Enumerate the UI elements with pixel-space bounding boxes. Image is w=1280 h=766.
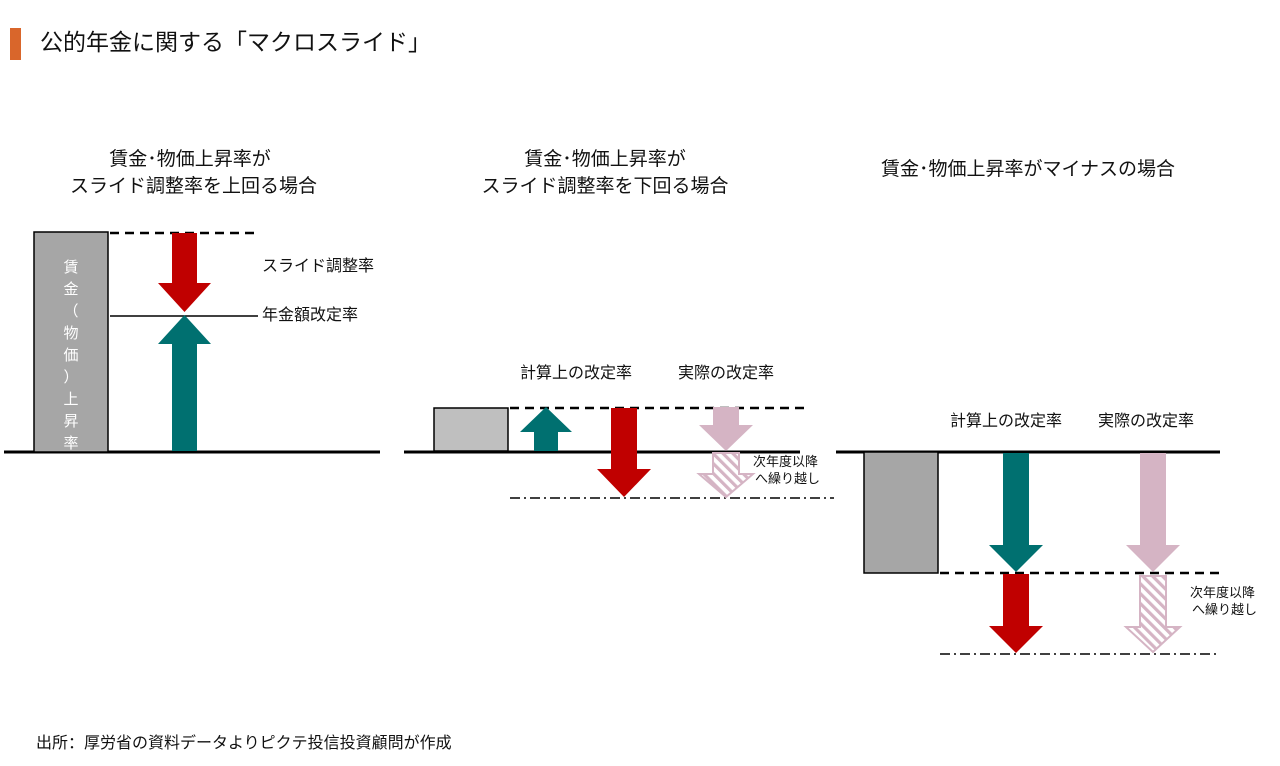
s1-bar-char: 昇 xyxy=(63,412,79,430)
s1-bar-char: 率 xyxy=(63,434,79,452)
s1-bar-char: （ xyxy=(63,302,79,320)
s1-revision-rate-label: 年金額改定率 xyxy=(262,305,359,324)
s2-wage-price-bar xyxy=(433,407,509,452)
s3-calc-green-arrow xyxy=(989,453,1043,572)
section-3-title-line1: 賃金･物価上昇率がマイナスの場合 xyxy=(880,158,1176,180)
s1-revision-green-arrow xyxy=(158,315,211,451)
s1-bar-char: 上 xyxy=(63,390,79,408)
s2-calc-green-arrow xyxy=(520,407,572,451)
s1-bar-label: 賃 金 （ 物 価 ） 上 昇 率 xyxy=(35,256,107,454)
s3-carryover-note: 次年度以降 へ繰り越し xyxy=(1190,585,1257,619)
s2-carryover-hatched-arrow xyxy=(696,452,756,499)
s3-calc-rate-label: 計算上の改定率 xyxy=(950,411,1063,430)
s2-carryover-line2: へ繰り越し xyxy=(755,472,821,487)
section-1-title: 賃金･物価上昇率が スライド調整率を上回る場合 xyxy=(70,146,318,200)
section-1-title-line1: 賃金･物価上昇率が xyxy=(109,148,271,170)
s1-slide-rate-label: スライド調整率 xyxy=(262,256,375,275)
s2-calc-red-arrow xyxy=(597,408,651,497)
s3-actual-rate-label: 実際の改定率 xyxy=(1098,411,1195,430)
s2-calc-rate-label: 計算上の改定率 xyxy=(520,363,633,382)
s3-wage-price-bar xyxy=(863,451,939,574)
s1-bar-char: 金 xyxy=(63,280,79,298)
s2-carryover-line1: 次年度以降 xyxy=(753,455,819,470)
page-title: 公的年金に関する「マクロスライド」 xyxy=(40,30,431,56)
s1-bar-char: 価 xyxy=(63,346,79,364)
s1-bar-char: 賃 xyxy=(63,258,79,276)
s2-actual-rate-label: 実際の改定率 xyxy=(678,363,775,382)
s2-actual-pink-arrow xyxy=(699,407,753,451)
s2-carryover-note: 次年度以降 へ繰り越し xyxy=(753,454,820,488)
section-3-title: 賃金･物価上昇率がマイナスの場合 xyxy=(866,156,1190,183)
s1-slide-red-arrow xyxy=(158,233,211,312)
section-2-title: 賃金･物価上昇率が スライド調整率を下回る場合 xyxy=(475,146,735,200)
s3-calc-red-arrow xyxy=(989,574,1043,653)
s1-wage-price-bar xyxy=(33,231,109,453)
section-1-title-line2: スライド調整率を上回る場合 xyxy=(70,175,318,197)
s3-carryover-line1: 次年度以降 xyxy=(1190,586,1256,601)
s1-bar-char: 物 xyxy=(63,324,79,342)
s3-actual-pink-arrow xyxy=(1126,453,1180,572)
s3-carryover-line2: へ繰り越し xyxy=(1192,603,1258,618)
section-2-title-line1: 賃金･物価上昇率が xyxy=(524,148,686,170)
title-accent-bar xyxy=(10,28,21,60)
s3-carryover-hatched-arrow xyxy=(1123,575,1183,654)
source-footer: 出所：厚労省の資料データよりピクテ投信投資顧問が作成 xyxy=(36,733,452,752)
s1-bar-char: ） xyxy=(63,368,79,386)
section-2-title-line2: スライド調整率を下回る場合 xyxy=(481,175,729,197)
